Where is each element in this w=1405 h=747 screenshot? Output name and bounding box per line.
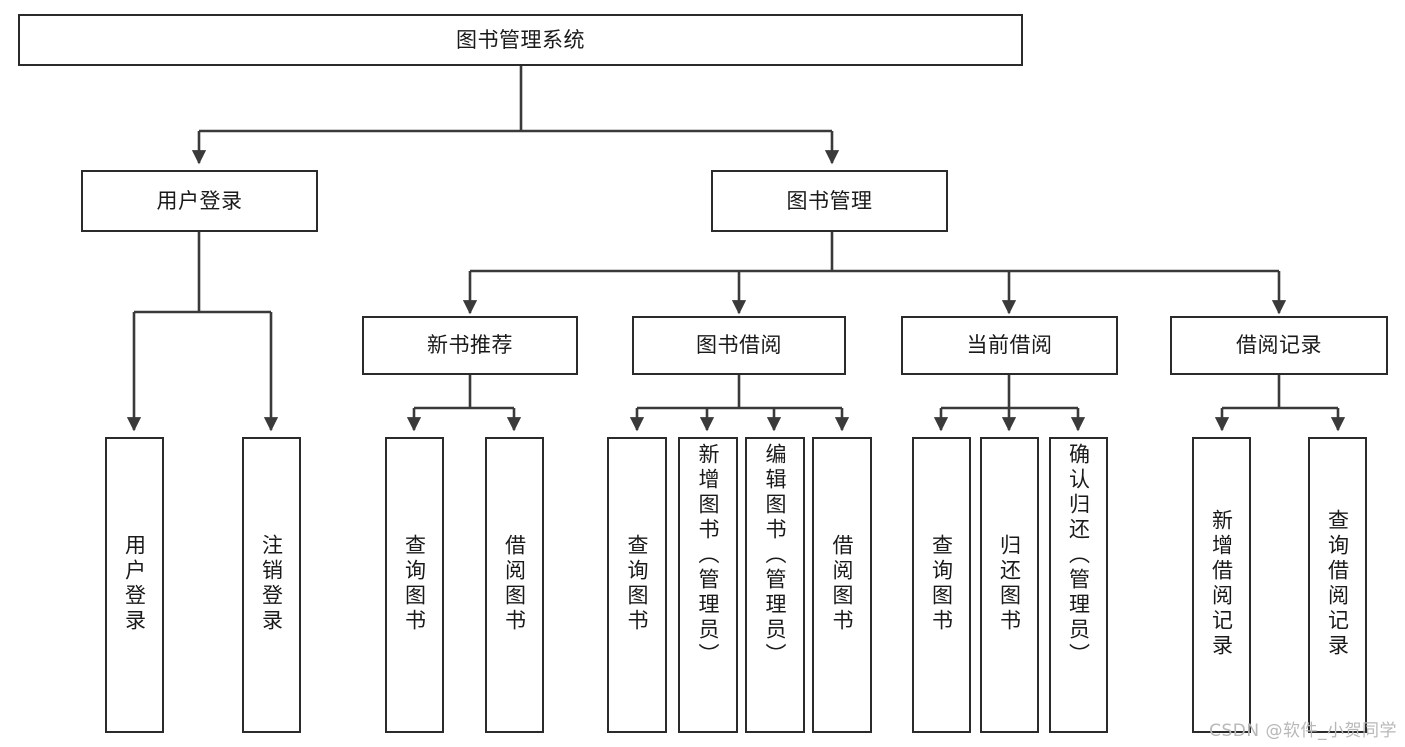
- leaf-label: 查询图书: [402, 534, 427, 634]
- leaf-label: 用户登录: [122, 534, 147, 634]
- leaf-borrow-book-recommend[interactable]: 借阅图书: [485, 437, 544, 733]
- leaf-edit-book-admin[interactable]: 编辑图书（管理员）: [745, 437, 805, 733]
- leaf-borrow-book[interactable]: 借阅图书: [812, 437, 872, 733]
- node-label: 图书管理: [786, 188, 873, 213]
- leaf-query-book-current[interactable]: 查询图书: [912, 437, 971, 733]
- leaf-label: 查询借阅记录: [1325, 509, 1350, 659]
- node-book-management[interactable]: 图书管理: [711, 170, 948, 232]
- leaf-label: 归还图书: [997, 534, 1022, 634]
- node-label: 新书推荐: [427, 333, 513, 358]
- leaf-label: 查询图书: [929, 534, 954, 634]
- node-label: 当前借阅: [966, 333, 1053, 358]
- node-book-borrow[interactable]: 图书借阅: [632, 316, 846, 375]
- node-label: 用户登录: [156, 188, 243, 213]
- leaf-label: 借阅图书: [830, 534, 855, 634]
- leaf-label: 新增图书（管理员）: [696, 443, 721, 668]
- node-new-book-recommend[interactable]: 新书推荐: [362, 316, 578, 375]
- node-borrow-record[interactable]: 借阅记录: [1170, 316, 1388, 375]
- leaf-query-borrow-record[interactable]: 查询借阅记录: [1308, 437, 1367, 733]
- leaf-user-login[interactable]: 用户登录: [105, 437, 164, 733]
- leaf-label: 查询图书: [625, 534, 650, 634]
- node-current-borrow[interactable]: 当前借阅: [901, 316, 1118, 375]
- leaf-label: 借阅图书: [502, 534, 527, 634]
- leaf-add-borrow-record[interactable]: 新增借阅记录: [1192, 437, 1251, 733]
- leaf-add-book-admin[interactable]: 新增图书（管理员）: [678, 437, 738, 733]
- leaf-confirm-return-admin[interactable]: 确认归还（管理员）: [1049, 437, 1108, 733]
- node-label: 图书借阅: [696, 333, 782, 358]
- leaf-label: 确认归还（管理员）: [1066, 443, 1091, 668]
- leaf-label: 新增借阅记录: [1209, 509, 1234, 659]
- leaf-label: 注销登录: [259, 534, 284, 634]
- leaf-query-book-borrow[interactable]: 查询图书: [607, 437, 667, 733]
- node-label: 借阅记录: [1236, 333, 1322, 358]
- leaf-query-book-recommend[interactable]: 查询图书: [385, 437, 444, 733]
- node-label: 图书管理系统: [456, 27, 585, 52]
- leaf-return-book[interactable]: 归还图书: [980, 437, 1039, 733]
- leaf-label: 编辑图书（管理员）: [763, 443, 788, 668]
- node-user-login[interactable]: 用户登录: [81, 170, 318, 232]
- leaf-logout[interactable]: 注销登录: [242, 437, 301, 733]
- node-root-book-management-system[interactable]: 图书管理系统: [18, 14, 1023, 66]
